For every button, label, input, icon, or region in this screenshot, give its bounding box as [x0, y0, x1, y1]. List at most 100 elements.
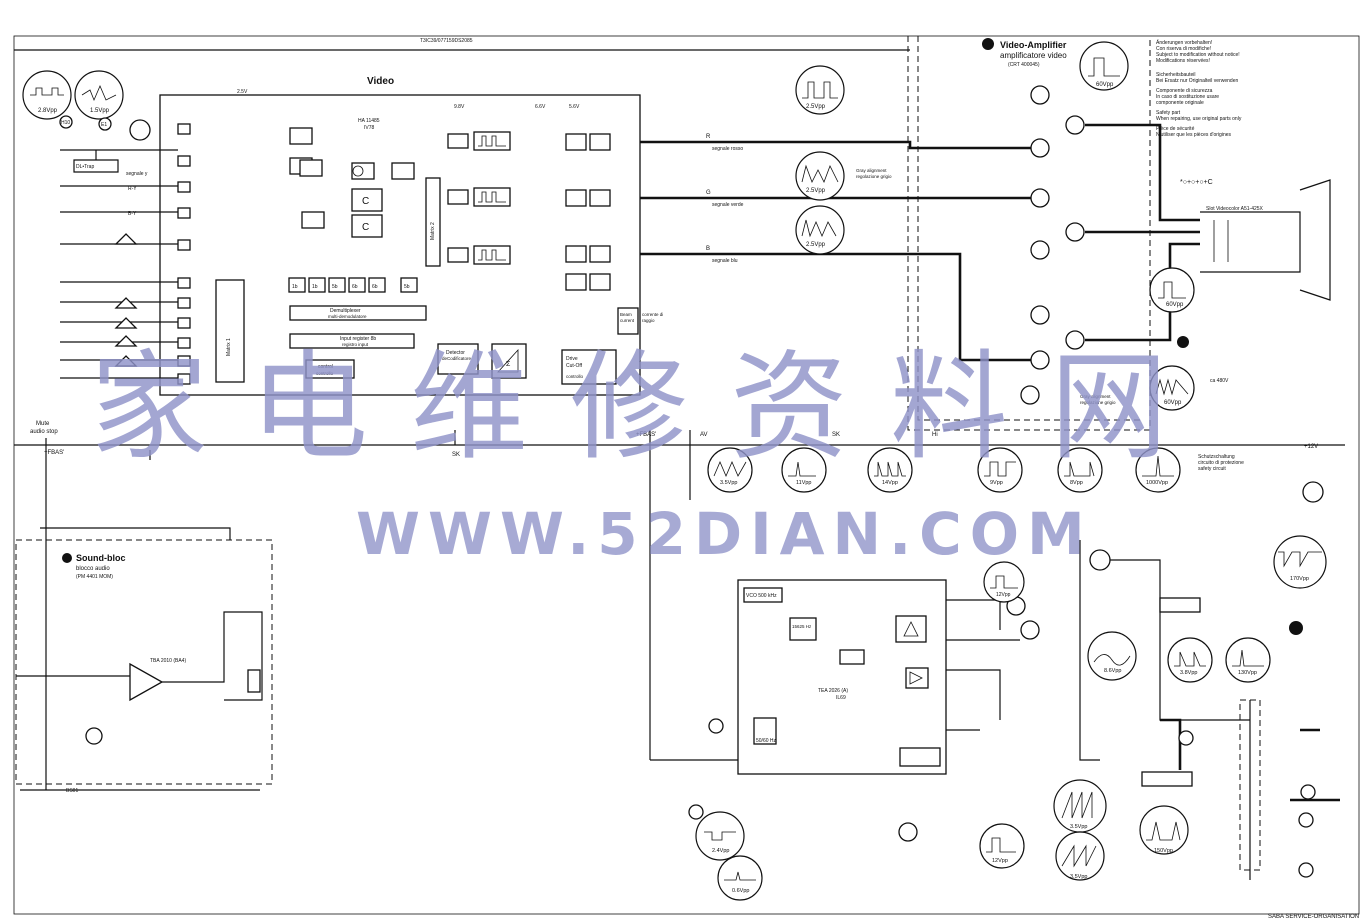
safety-note-en: safety circuit: [1198, 466, 1226, 472]
signal-r-y: R-Y: [128, 186, 137, 192]
supply-25v: 2.5V: [237, 89, 248, 95]
svg-text:E1: E1: [101, 122, 107, 128]
cutoff-drive-block: [561, 349, 617, 385]
svg-text:60Vpp: 60Vpp: [1164, 400, 1182, 406]
gray-align-2-sub: regolazione grigio: [856, 174, 892, 179]
sound-bloc-frame: [15, 539, 273, 785]
marker-sound: [62, 553, 72, 563]
transformer-frame: [1239, 699, 1261, 871]
gray-align-2: Gray alignment: [856, 168, 887, 173]
video-ic-pos: IV78: [364, 125, 375, 131]
deflection-decoder-block: [437, 343, 479, 375]
svg-text:12Vpp: 12Vpp: [992, 858, 1008, 864]
svg-text:2.5Vpp: 2.5Vpp: [806, 104, 826, 110]
scope-h7: 14Vpp: [867, 447, 913, 493]
svg-text:6b: 6b: [372, 284, 378, 290]
v-deflection-coil: [1141, 771, 1193, 787]
control-sub: controllo: [316, 371, 334, 376]
signal-b-y: B-Y: [128, 211, 137, 217]
watermark-url: WWW.52DIAN.COM: [356, 500, 1093, 568]
sound-sub: blocco audio: [76, 566, 110, 572]
beam-current-block: [617, 307, 639, 335]
header-code: T3IC39/077159DS2085: [420, 38, 473, 44]
vco-block: [743, 587, 783, 603]
svg-text:2.4Vpp: 2.4Vpp: [712, 848, 729, 854]
svg-text:3.5Vpp: 3.5Vpp: [1070, 874, 1087, 880]
input-register-label: Input register 8b: [340, 336, 376, 342]
input-register-block: [289, 333, 415, 349]
deflection-ic-label: TEA 2026 (A): [818, 688, 848, 694]
scope-m2: 8Vpp: [1057, 447, 1103, 493]
svg-text:3.5Vpp: 3.5Vpp: [720, 480, 737, 486]
current-label: current: [620, 318, 635, 323]
drive-sub: controllo: [566, 374, 584, 379]
watermark-chinese: 家电维修资料网: [90, 338, 1210, 476]
scope-k5: 3.5Vpp: [1053, 779, 1107, 833]
svg-text:componente originale: componente originale: [1156, 100, 1204, 106]
svg-text:15625 Hz: 15625 Hz: [792, 624, 812, 629]
sound-ic-label: TBA 2010 (BA4): [150, 658, 186, 664]
left-connectors: [114, 233, 138, 367]
rgb-processing: [447, 131, 611, 291]
notice-box: Änderungen vorbehalten! Con riserva di m…: [1156, 39, 1242, 138]
svg-text:1b: 1b: [312, 284, 318, 290]
svg-text:N'utiliser que les pièces d'or: N'utiliser que les pièces d'origines: [1156, 132, 1232, 138]
gray-align-1: Gray alignment: [1080, 394, 1111, 399]
scope-k4: 130Vpp: [1225, 637, 1271, 683]
scope-h10: 2.8Vpp H10: [22, 70, 73, 129]
svg-text:3.5Vpp: 3.5Vpp: [1070, 824, 1087, 830]
svg-text:5b: 5b: [404, 284, 410, 290]
svg-text:When repairing, use original p: When repairing, use original parts only: [1156, 116, 1242, 122]
input-register-sub: registro input: [342, 342, 369, 347]
beam-label: Beam: [620, 312, 632, 317]
svg-text:14Vpp: 14Vpp: [882, 480, 898, 486]
svg-text:50/60 Hz: 50/60 Hz: [756, 738, 777, 744]
svg-text:6b: 6b: [352, 284, 358, 290]
svg-text:Matrix 2: Matrix 2: [430, 222, 436, 240]
sheet-border: [13, 35, 1360, 915]
scope-h4: 2.4Vpp: [695, 811, 745, 861]
red-signal-bus: [640, 140, 1040, 150]
scope-z2: 60Vpp: [1149, 365, 1195, 411]
signal-red: segnale rosso: [712, 146, 743, 152]
transistor-t64: [129, 119, 151, 141]
svg-text:Sicherheitsbauteil: Sicherheitsbauteil: [1156, 72, 1195, 78]
signal-y: segnale y: [126, 171, 148, 177]
safety-note-it: circuito di protezione: [1198, 460, 1244, 466]
svg-text:0.6Vpp: 0.6Vpp: [732, 888, 749, 894]
svg-text:H10: H10: [61, 120, 70, 126]
blue-signal-bus: [640, 252, 1040, 362]
svg-text:5b: 5b: [332, 284, 338, 290]
marker-video-amp: [982, 38, 994, 50]
svg-text:3.8Vpp: 3.8Vpp: [1180, 670, 1197, 676]
video-amp-sub: amplificatore video: [1000, 51, 1067, 60]
scope-e1: 1.5Vpp E1: [74, 70, 124, 131]
safety-note-de: Schutzschaltung: [1198, 454, 1235, 460]
crt-type: Slot Videocolor A51-425X: [1206, 206, 1264, 212]
svg-text:In caso di sostituzione usare: In caso di sostituzione usare: [1156, 94, 1219, 100]
h-deflection-coil: [1159, 597, 1201, 613]
control-label: control: [318, 364, 333, 370]
svg-text:2.8Vpp: 2.8Vpp: [38, 108, 58, 114]
av-label: AV: [700, 432, 708, 438]
svg-text:60Vpp: 60Vpp: [1166, 302, 1184, 308]
svg-text:Änderungen vorbehalten!: Änderungen vorbehalten!: [1156, 39, 1212, 46]
scope-m1: 9Vpp: [977, 447, 1023, 493]
fbas-label-2: +FBAS': [636, 432, 656, 438]
footer-text: SABA SERVICE-ORGANISATION: [1268, 914, 1359, 920]
sound-part: (PM 4401 MOM): [76, 574, 113, 580]
svg-text:BS01: BS01: [66, 788, 78, 794]
deflection-ic-pos: IL69: [836, 695, 846, 701]
beam-sub2: raggio: [642, 318, 655, 323]
scope-k1: 12Vpp: [983, 561, 1025, 603]
scope-k8: 12Vpp: [979, 823, 1025, 869]
vco-label: VCO 500 kHz: [746, 593, 777, 599]
signal-green: segnale verde: [712, 202, 744, 208]
svg-text:C: C: [362, 196, 369, 207]
svg-text:Matrix 1: Matrix 1: [226, 338, 232, 356]
h-output-transistor: [1089, 549, 1111, 571]
divider-15625-block: [789, 617, 817, 641]
svg-text:6.6V: 6.6V: [535, 104, 546, 110]
svg-text:Safety part: Safety part: [1156, 110, 1181, 116]
scope-m3: 1000Vpp: [1135, 447, 1181, 493]
